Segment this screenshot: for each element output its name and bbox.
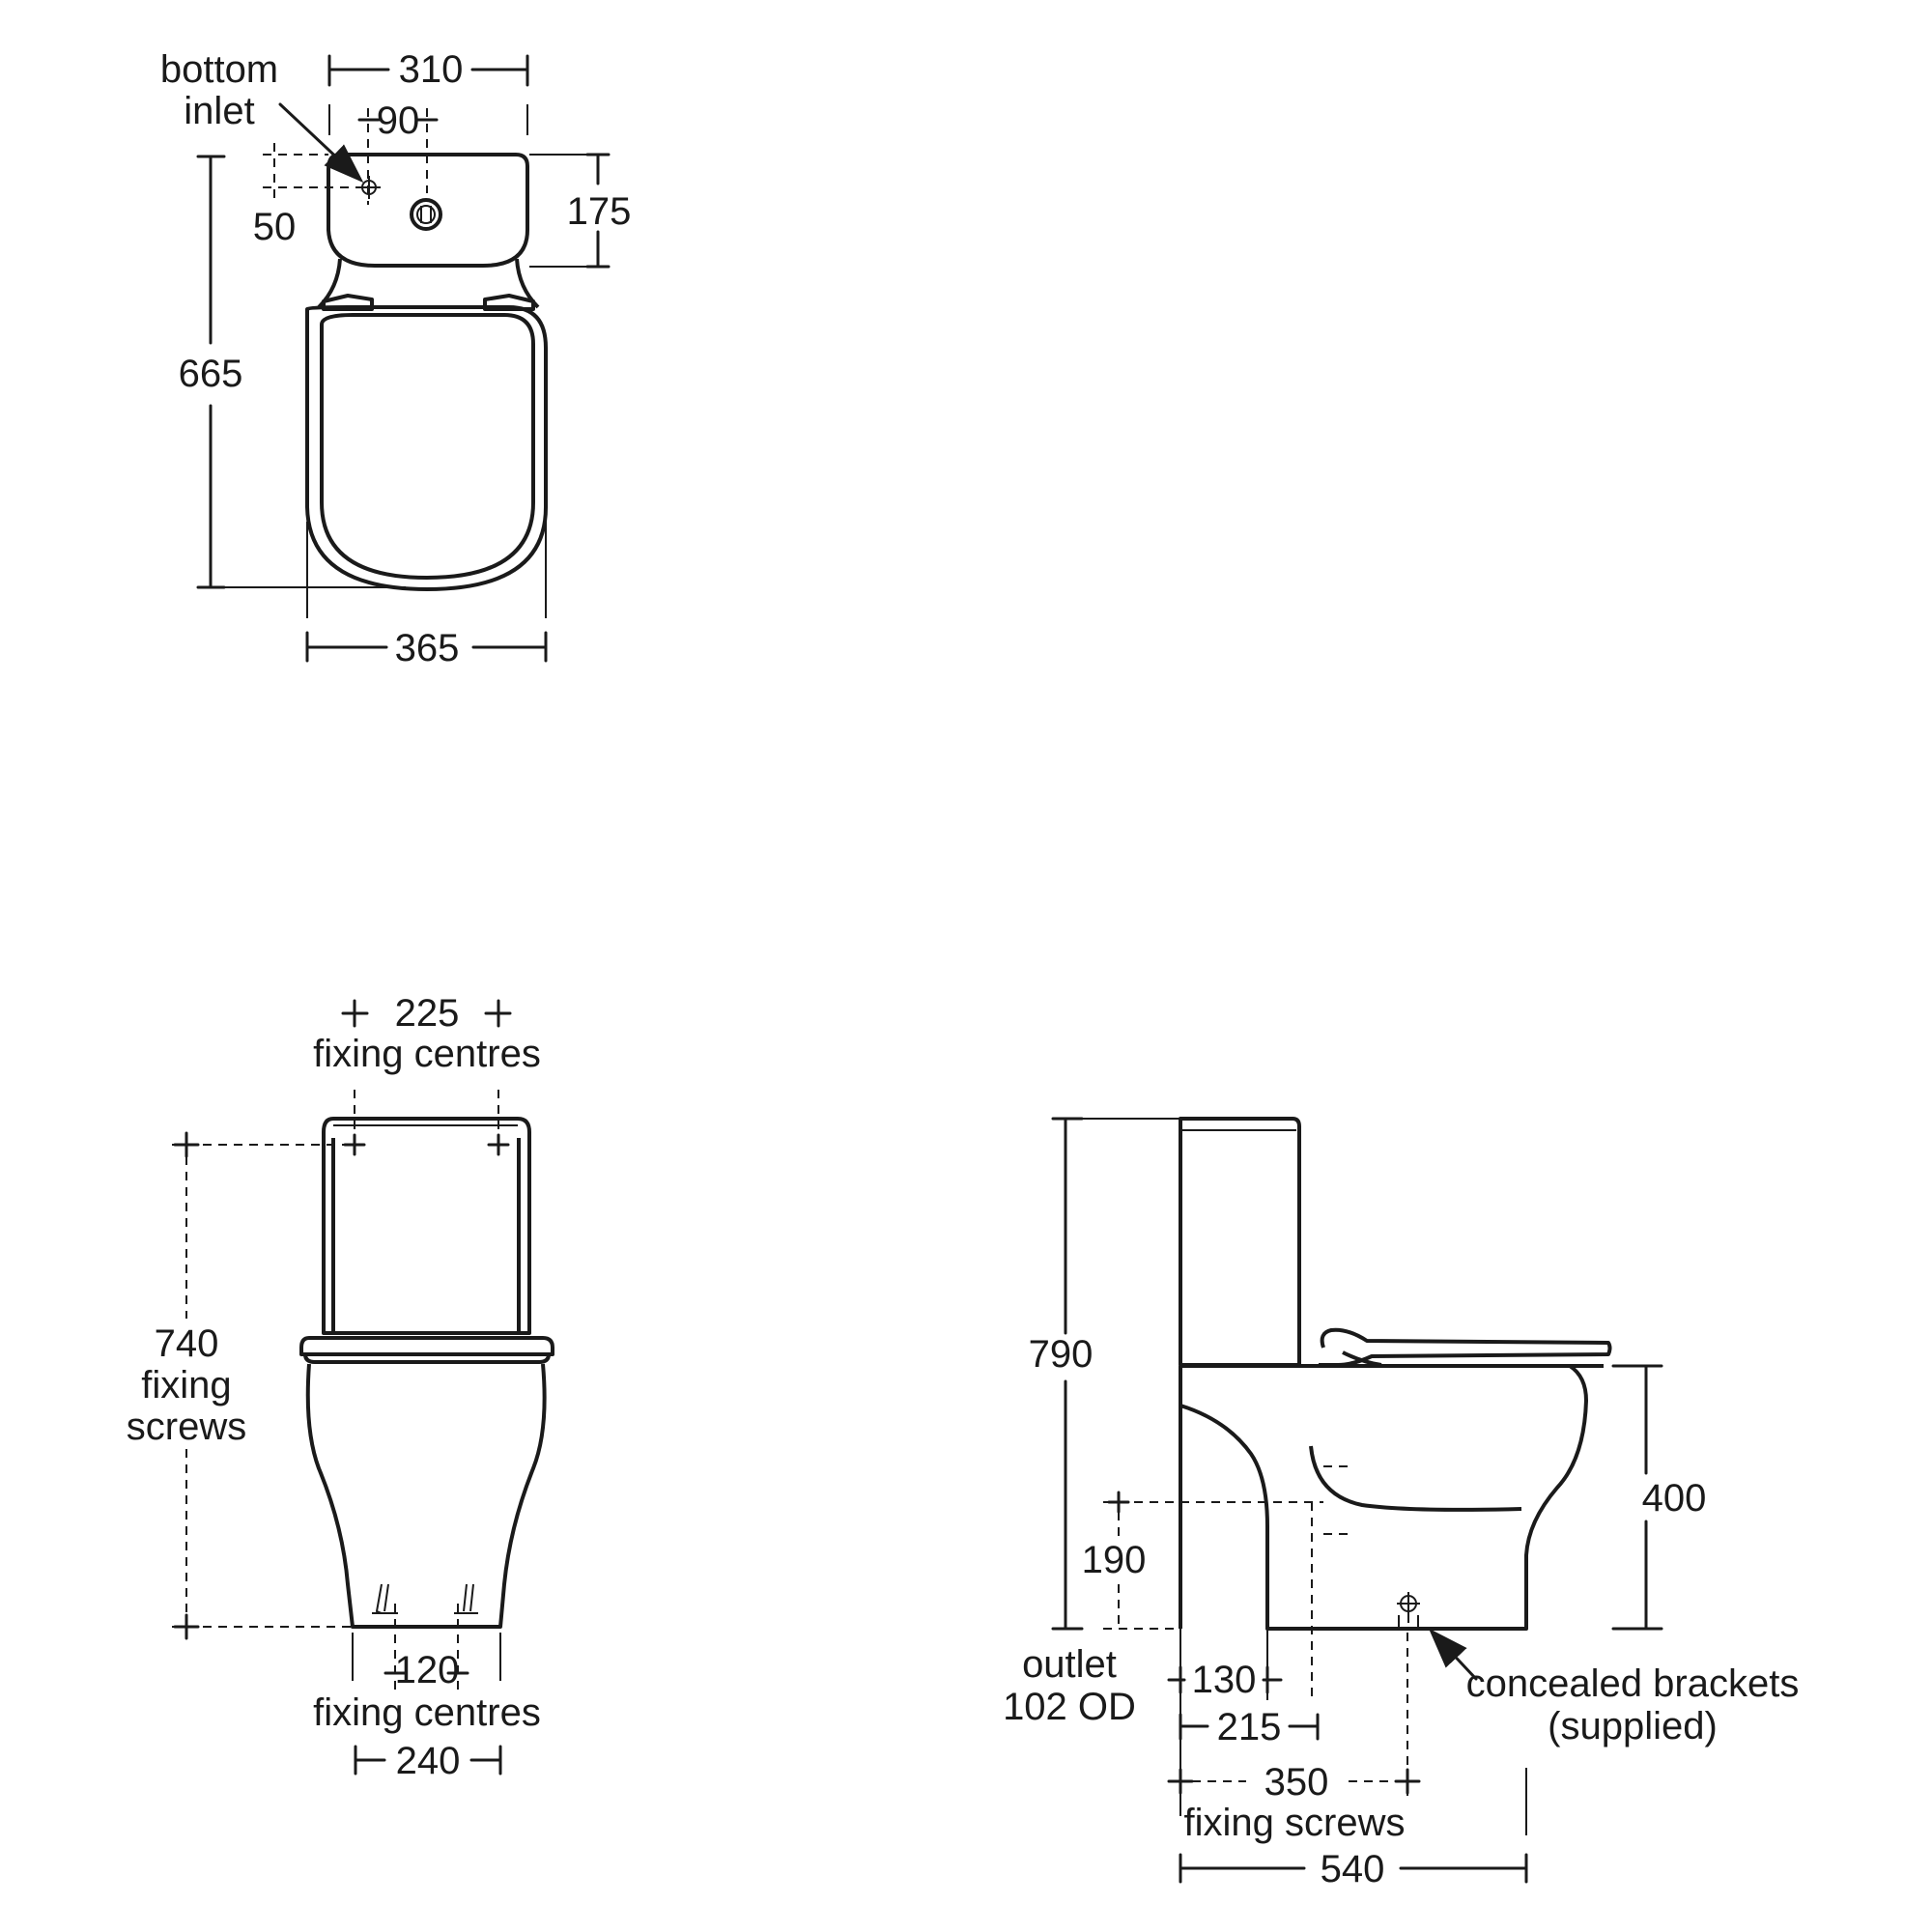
label-top-fixing-centres: fixing centres bbox=[313, 1033, 541, 1075]
dim-665: 665 bbox=[179, 353, 243, 395]
dim-740: 740 bbox=[155, 1322, 219, 1365]
label-bottom: bottom bbox=[160, 48, 278, 91]
dim-130: 130 bbox=[1192, 1659, 1257, 1701]
concealed-bracket-marker bbox=[1397, 1592, 1420, 1629]
top-view: 310 90 bottom inlet 50 175 665 bbox=[160, 48, 632, 669]
dim-350: 350 bbox=[1264, 1761, 1329, 1804]
label-740-screws: screws bbox=[127, 1406, 246, 1448]
label-outlet-od: 102 OD bbox=[1003, 1686, 1136, 1728]
dim-190: 190 bbox=[1082, 1539, 1147, 1581]
dim-120: 120 bbox=[395, 1649, 460, 1691]
side-view: 790 400 190 outlet 102 OD 130 215 bbox=[1003, 1117, 1800, 1890]
front-seat-rim bbox=[299, 1336, 554, 1356]
dim-310: 310 bbox=[399, 48, 464, 91]
dim-90: 90 bbox=[377, 99, 420, 142]
label-bottom-fixing-centres: fixing centres bbox=[313, 1691, 541, 1734]
front-pan-outline bbox=[305, 1363, 547, 1629]
dim-400: 400 bbox=[1642, 1477, 1707, 1520]
top-pan-outline bbox=[305, 305, 548, 591]
side-pan-outline bbox=[1179, 1364, 1588, 1631]
label-740-fixing: fixing bbox=[141, 1364, 231, 1406]
label-outlet: outlet bbox=[1022, 1643, 1117, 1686]
dim-790: 790 bbox=[1029, 1333, 1094, 1376]
side-seat-lid bbox=[1319, 1327, 1612, 1367]
front-view: 225 fixing centres 740 fixing screws 120… bbox=[127, 992, 554, 1782]
dim-215: 215 bbox=[1217, 1706, 1282, 1748]
dim-50: 50 bbox=[253, 206, 297, 248]
label-fixing-screws: fixing screws bbox=[1184, 1802, 1406, 1844]
flush-button bbox=[410, 198, 442, 231]
label-inlet: inlet bbox=[184, 90, 254, 132]
dim-365: 365 bbox=[395, 627, 460, 669]
label-concealed-brackets: concealed brackets bbox=[1466, 1662, 1800, 1705]
dim-225: 225 bbox=[395, 992, 460, 1035]
front-cistern-outline bbox=[322, 1117, 531, 1335]
side-cistern-outline bbox=[1179, 1117, 1301, 1367]
dim-240: 240 bbox=[396, 1740, 461, 1782]
label-supplied: (supplied) bbox=[1548, 1705, 1718, 1747]
dim-540: 540 bbox=[1321, 1848, 1385, 1890]
top-seat-outline bbox=[320, 313, 535, 580]
dim-175: 175 bbox=[567, 190, 632, 233]
